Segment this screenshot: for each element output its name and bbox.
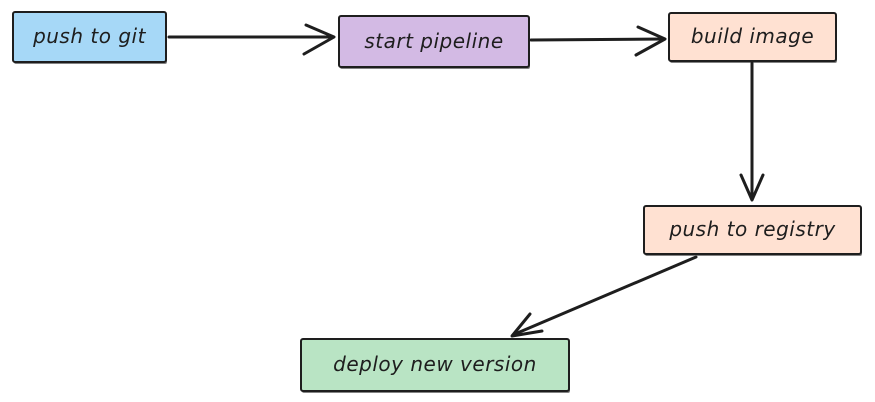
arrowhead-icon <box>302 23 336 56</box>
node-push-to-git: push to git <box>12 11 167 63</box>
arrow-line <box>529 37 666 42</box>
node-deploy-new-version: deploy new version <box>300 338 570 392</box>
node-push-to-registry: push to registry <box>643 205 862 255</box>
arrowhead-icon <box>510 312 544 338</box>
arrow-push-to-registry-to-deploy-new-version <box>510 255 698 338</box>
arrow-start-pipeline-to-build-image <box>529 25 667 57</box>
node-label: start pipeline <box>364 28 504 53</box>
arrow-push-to-git-to-start-pipeline <box>167 23 336 56</box>
arrow-line <box>513 255 698 336</box>
node-start-pipeline: start pipeline <box>338 15 530 68</box>
node-label: deploy new version <box>333 352 537 376</box>
arrowhead-icon <box>634 25 667 57</box>
arrowhead-icon <box>739 173 765 202</box>
node-label: push to registry <box>669 217 836 241</box>
node-build-image: build image <box>668 12 837 62</box>
node-label: build image <box>690 24 815 48</box>
node-label: push to git <box>33 24 146 48</box>
arrow-build-image-to-push-to-registry <box>739 61 765 202</box>
